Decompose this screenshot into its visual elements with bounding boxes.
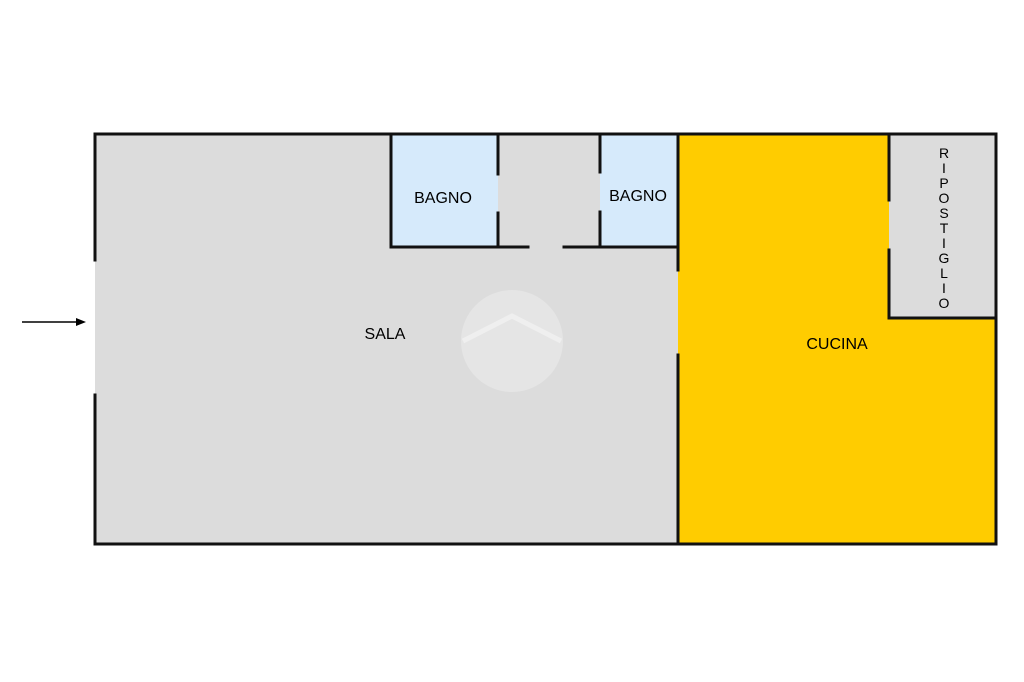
ripostiglio-letter: G [939,250,950,266]
ripostiglio-letter: O [939,190,950,206]
arrow-right-icon [22,318,86,326]
ripostiglio-letter: I [942,160,946,176]
bagno-1-label: BAGNO [414,190,472,207]
sala-fill [95,134,678,544]
ripostiglio-fill [889,134,996,318]
cucina-fill [678,134,996,544]
house-watermark-icon [461,290,563,392]
walls [93,132,998,546]
bagno-2-label: BAGNO [609,188,667,205]
ripostiglio-letter: I [942,280,946,296]
ripostiglio-letter: O [939,295,950,311]
ripostiglio-letter: I [942,235,946,251]
ripostiglio-letter: T [940,220,949,236]
bagno-1-fill [391,134,498,247]
ripostiglio-letter: R [939,145,949,161]
ripostiglio-letter: P [939,175,948,191]
ripostiglio-letter: L [940,265,948,281]
bagno-2-fill [600,134,678,247]
sala-label: SALA [365,326,406,343]
cucina-label: CUCINA [806,336,868,353]
ripostiglio-letter: S [939,205,948,221]
